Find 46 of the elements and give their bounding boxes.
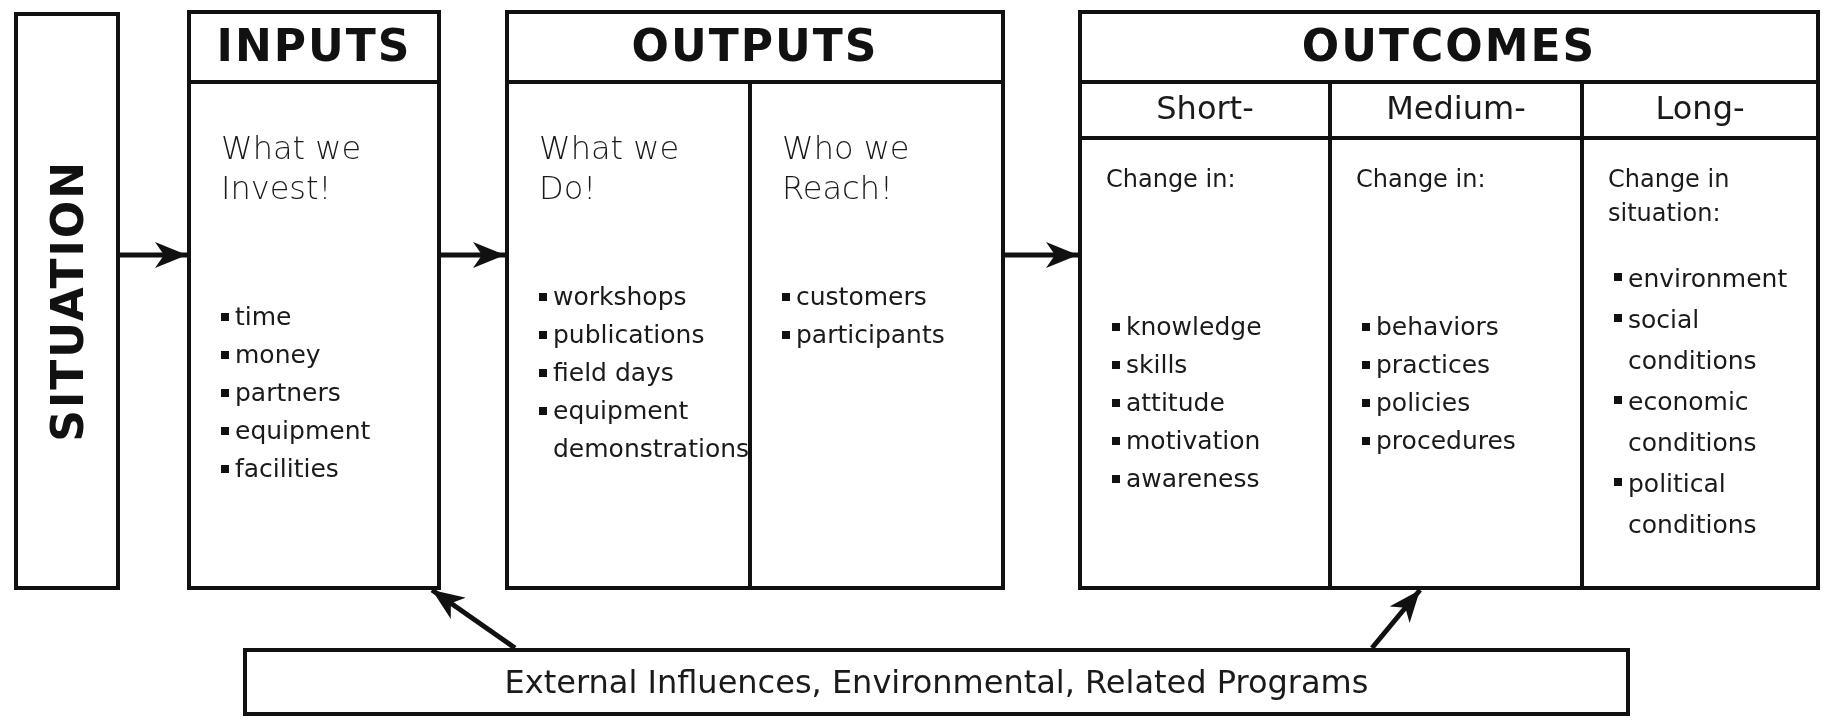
change-label: Change in: [1356,164,1487,195]
stage-panel [505,10,1005,590]
change-label: Change in situation: [1608,164,1731,229]
vertical-title: SITUATION [41,160,93,442]
subcolumn-header: Short- [1082,80,1328,140]
list-item: behaviors [1362,308,1580,346]
stage-panel [1078,10,1820,590]
box-label: External Influences, Environmental, Related Programs [504,663,1369,701]
column-heading: What we Do! [539,128,681,208]
list-item: knowledge [1112,308,1328,346]
stage-panel [187,10,441,590]
column-heading: What we Invest! [221,128,363,208]
list-item: customers [782,278,1001,316]
list-item: equipment [221,412,437,450]
list-item: workshops [539,278,748,316]
arrow [1370,588,1422,650]
column-heading: Who we Reach! [782,128,911,208]
list-item: policies [1362,384,1580,422]
subcolumn-header: Medium- [1332,80,1580,140]
column-header: OUTCOMES [1082,14,1816,84]
influences-box [243,648,1630,716]
list-item: awareness [1112,460,1328,498]
vertical-label-box [14,12,120,590]
list-item: partners [221,374,437,412]
list-item: publications [539,316,748,354]
list-item: environment [1614,258,1798,299]
column-header: OUTPUTS [509,14,1001,84]
list-item: time [221,298,437,336]
list-item: practices [1362,346,1580,384]
list-item: political conditions [1614,463,1798,545]
list-item: equipment demonstrations [539,392,748,468]
list-item: participants [782,316,1001,354]
arrow [441,242,505,268]
column-header: INPUTS [191,14,437,84]
list-item: skills [1112,346,1328,384]
list-item: motivation [1112,422,1328,460]
arrow [120,242,187,268]
list-item: attitude [1112,384,1328,422]
list-item: procedures [1362,422,1580,460]
change-label: Change in: [1106,164,1237,195]
list-item: facilities [221,450,437,488]
arrow [430,587,517,651]
subcolumn-header: Long- [1584,80,1816,140]
list-item: field days [539,354,748,392]
arrow [1005,242,1078,268]
list-item: money [221,336,437,374]
